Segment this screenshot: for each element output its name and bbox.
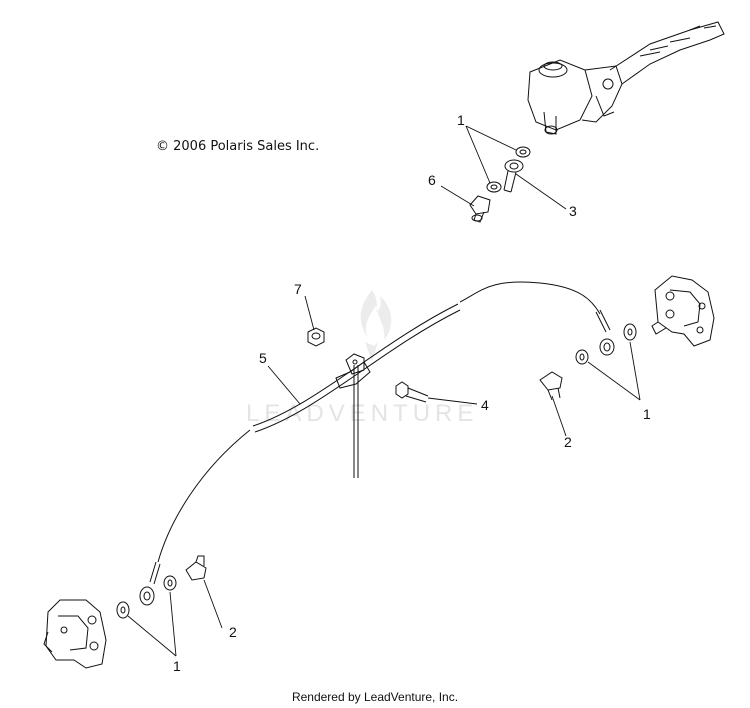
footer-credit: Rendered by LeadVenture, Inc. <box>291 690 459 704</box>
brake-line-assembly <box>157 281 601 563</box>
callout-washers-top: 1 <box>457 112 465 128</box>
hose-end-fitting-top <box>503 159 524 193</box>
callout-washers-left: 1 <box>173 658 181 674</box>
caliper-pin-right <box>539 371 563 401</box>
brake-lever <box>609 21 725 85</box>
banjo-bolt-top <box>469 195 491 223</box>
caliper-pin-left <box>185 555 207 581</box>
callout-pin-right: 2 <box>564 434 572 450</box>
flame-logo-icon <box>360 290 392 362</box>
caliper-left <box>43 599 107 669</box>
master-cylinder <box>527 59 623 135</box>
washer-right-1 <box>623 323 637 341</box>
washer-top-lower <box>486 181 502 193</box>
hose-end-left <box>139 561 161 606</box>
callout-washers-right: 1 <box>643 406 651 422</box>
washer-left-1 <box>163 575 177 591</box>
callout-pin-left: 2 <box>229 624 237 640</box>
leadventure-watermark: LEADVENTURE <box>246 290 478 427</box>
callout-nut: 7 <box>294 281 302 297</box>
bolt-center <box>395 381 429 403</box>
callout-brake-line: 5 <box>259 350 267 366</box>
nut <box>307 327 325 347</box>
callout-bolt-center: 4 <box>481 397 489 413</box>
caliper-right <box>651 275 715 347</box>
leader-lines <box>127 125 641 657</box>
hose-end-right <box>595 309 615 356</box>
washer-top-upper <box>515 146 531 158</box>
washer-right-2 <box>575 349 589 365</box>
callout-bolt-top: 6 <box>428 172 436 188</box>
washer-left-2 <box>116 601 130 619</box>
copyright-notice: © 2006 Polaris Sales Inc. <box>156 139 320 154</box>
watermark-text: LEADVENTURE <box>246 400 478 427</box>
callout-hose-end-top: 3 <box>569 203 577 219</box>
